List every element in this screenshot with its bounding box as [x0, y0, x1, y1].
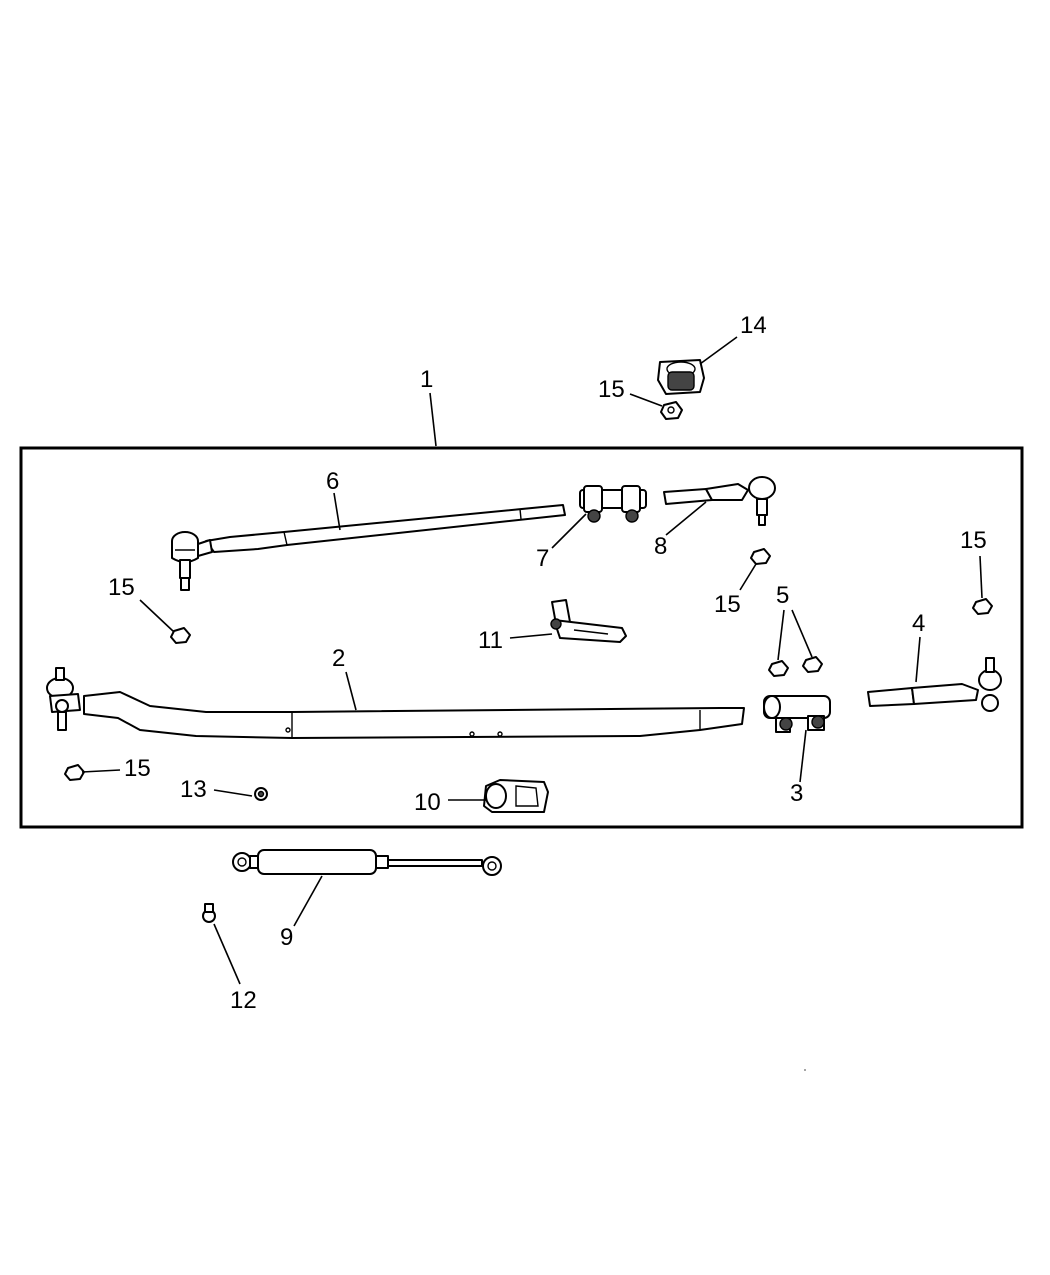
callout-4: 4: [912, 610, 925, 637]
callout-8: 8: [654, 533, 667, 560]
leader-15-bottom-left: [81, 769, 121, 773]
callout-12: 12: [230, 987, 257, 1014]
callout-15-far-right: 15: [960, 527, 987, 554]
leader-6: [333, 492, 341, 531]
part-15-nut-left-mid: [170, 627, 191, 644]
callout-15-top: 15: [598, 376, 625, 403]
callout-3: 3: [790, 780, 803, 807]
callout-6: 6: [326, 468, 339, 495]
part-15-nut-bottom-left: [64, 764, 85, 781]
leader-1: [429, 392, 437, 447]
part-15-nut-right-mid: [750, 548, 771, 565]
part-13-nut: [254, 787, 268, 801]
callout-1: 1: [420, 366, 433, 393]
callout-13: 13: [180, 776, 207, 803]
leader-15-far-right: [979, 555, 983, 599]
callout-15-bottom-left: 15: [124, 755, 151, 782]
kit-boundary-box: [19, 446, 1024, 829]
part-11-bracket: [550, 599, 627, 643]
leader-3: [799, 729, 807, 783]
callout-15-left-mid: 15: [108, 574, 135, 601]
leader-15-right-mid: [739, 563, 757, 591]
part-14-bracket: [657, 359, 705, 395]
leader-15-left-mid: [139, 599, 175, 633]
part-4-tie-rod-end: [867, 657, 1002, 712]
part-10-bracket: [483, 779, 549, 813]
callout-11: 11: [478, 627, 503, 654]
leader-5b: [791, 609, 813, 658]
callout-9: 9: [280, 924, 293, 951]
callout-5: 5: [776, 582, 789, 609]
leader-5a: [777, 609, 785, 661]
callout-10: 10: [414, 789, 441, 816]
leader-2: [345, 671, 357, 711]
leader-14: [699, 336, 738, 365]
part-15-nut-top: [660, 401, 683, 420]
callout-7: 7: [536, 545, 549, 572]
part-3-clamp: [763, 695, 831, 733]
leader-15-top: [629, 393, 663, 407]
leader-4: [915, 636, 921, 683]
callout-15-right-mid: 15: [714, 591, 741, 618]
part-15-nut-far-right: [972, 598, 993, 615]
callout-2: 2: [332, 645, 345, 672]
part-12-bolt: [202, 903, 216, 923]
leader-13: [213, 789, 253, 797]
part-6-drag-link: [171, 504, 566, 591]
callout-14: 14: [740, 312, 767, 339]
leader-8: [665, 501, 707, 536]
leader-7: [551, 513, 587, 549]
part-5-nuts: [768, 656, 823, 677]
part-8-tie-rod-end: [663, 476, 776, 526]
part-2-tie-rod: [46, 667, 745, 739]
part-7-clamp: [579, 485, 647, 523]
leader-12: [213, 923, 241, 985]
leader-9: [293, 875, 323, 927]
speck-mark: [804, 1069, 806, 1071]
leader-11: [509, 633, 553, 639]
part-9-steering-damper: [232, 849, 502, 876]
